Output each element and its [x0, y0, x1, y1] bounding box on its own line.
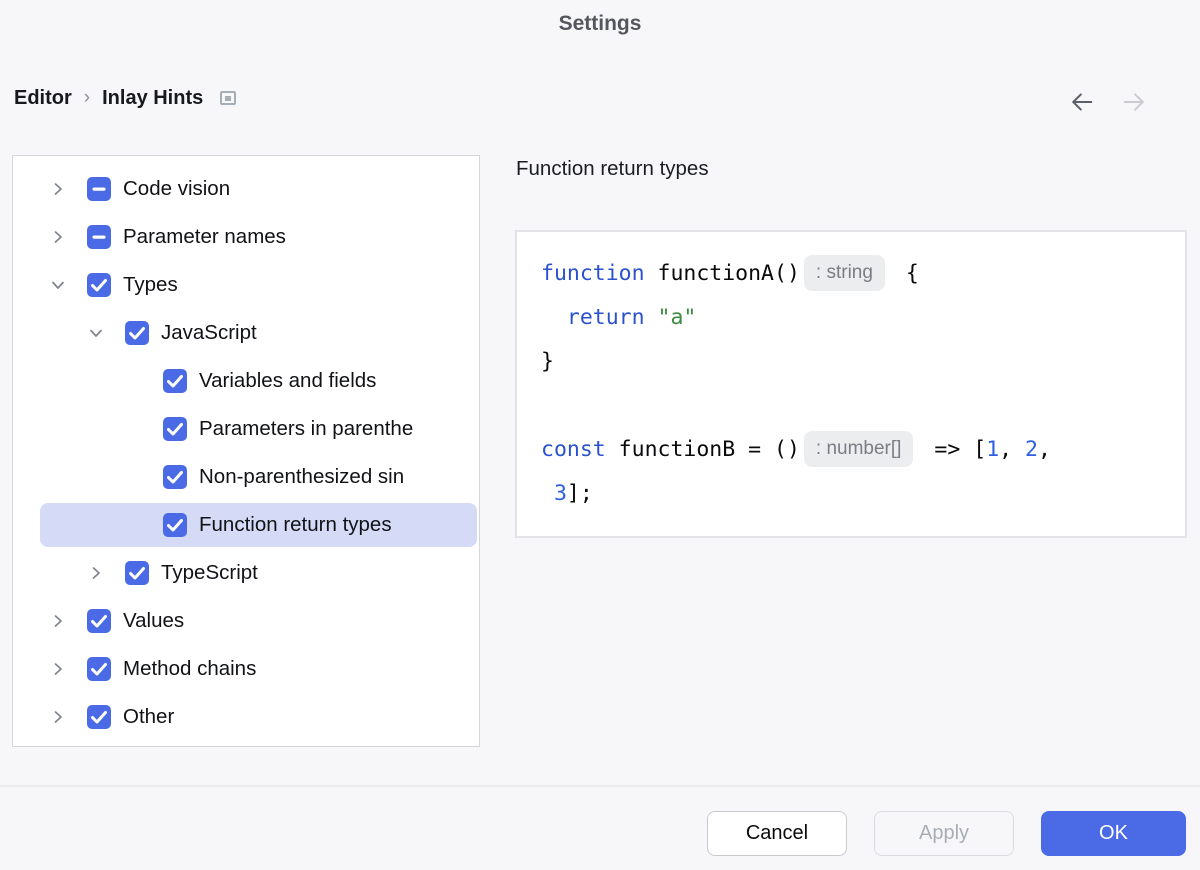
code-segment-number: 1: [986, 437, 1000, 462]
code-segment-plain: [541, 481, 554, 506]
code-segment-string: "a": [657, 305, 697, 330]
breadcrumb: Editor › Inlay Hints: [14, 82, 237, 114]
tree-item-javascript[interactable]: JavaScript: [13, 309, 479, 357]
chevron-collapsed-icon[interactable]: [49, 708, 87, 726]
chevron-expanded-icon[interactable]: [49, 276, 87, 294]
apply-button: Apply: [874, 811, 1014, 856]
chevron-spacer: [125, 468, 163, 486]
code-line: return "a": [541, 296, 1185, 340]
checkbox-checked[interactable]: [163, 417, 187, 441]
checkbox-checked[interactable]: [125, 321, 149, 345]
code-segment-keyword: return: [566, 305, 645, 330]
checkbox-checked[interactable]: [87, 273, 111, 297]
checkbox-checked[interactable]: [125, 561, 149, 585]
code-segment-plain: functionB = (): [605, 437, 800, 462]
open-in-dialog-icon[interactable]: [220, 91, 237, 105]
tree-item-typescript[interactable]: TypeScript: [13, 549, 479, 597]
tree-item-function-return-types[interactable]: Function return types: [13, 501, 479, 549]
code-segment-number: 2: [1025, 437, 1038, 462]
chevron-spacer: [125, 420, 163, 438]
checkbox-checked[interactable]: [163, 513, 187, 537]
code-segment-plain: [541, 305, 567, 330]
tree-item-non-parenthesized-sin[interactable]: Non-parenthesized sin: [13, 453, 479, 501]
inlay-hint-pill: : number[]: [803, 431, 914, 467]
tree-item-label: Parameter names: [123, 225, 286, 248]
tree-item-types[interactable]: Types: [13, 261, 479, 309]
checkbox-checked[interactable]: [87, 609, 111, 633]
tree-item-label: Types: [123, 273, 178, 296]
history-nav: [1068, 88, 1148, 116]
tree-item-label: Values: [123, 609, 185, 632]
checkbox-checked[interactable]: [87, 705, 111, 729]
tree-item-label: TypeScript: [161, 561, 258, 584]
checkbox-indeterminate[interactable]: [87, 225, 111, 249]
tree-item-label: Variables and fields: [199, 369, 377, 392]
code-line: function functionA(): string {: [541, 252, 1185, 296]
chevron-collapsed-icon[interactable]: [49, 228, 87, 246]
chevron-spacer: [125, 372, 163, 390]
tree-item-label: Parameters in parenthe: [199, 417, 414, 440]
tree-item-parameters-in-parenthe[interactable]: Parameters in parenthe: [13, 405, 479, 453]
tree-item-label: Function return types: [199, 513, 392, 536]
ok-button[interactable]: OK: [1041, 811, 1186, 856]
code-segment-plain: }: [541, 349, 554, 374]
tree-item-label: JavaScript: [161, 321, 257, 344]
code-segment-plain: ,: [1037, 437, 1051, 462]
footer-divider: [0, 785, 1200, 787]
cancel-button[interactable]: Cancel: [707, 811, 847, 856]
code-segment-plain: [645, 305, 658, 330]
code-segment-plain: ];: [566, 481, 593, 506]
checkbox-checked[interactable]: [163, 465, 187, 489]
tree-item-values[interactable]: Values: [13, 597, 479, 645]
checkbox-checked[interactable]: [87, 657, 111, 681]
preview-heading: Function return types: [516, 157, 709, 180]
code-line: }: [541, 340, 1185, 384]
code-preview: function functionA(): string { return "a…: [517, 232, 1185, 516]
preview-panel: function functionA(): string { return "a…: [515, 230, 1187, 538]
dialog-title: Settings: [558, 12, 642, 35]
chevron-expanded-icon[interactable]: [87, 324, 125, 342]
tree-item-other[interactable]: Other: [13, 693, 479, 741]
tree-item-label: Non-parenthesized sin: [199, 465, 405, 488]
tree-item-label: Code vision: [123, 177, 231, 200]
chevron-spacer: [125, 516, 163, 534]
breadcrumb-separator-icon: ›: [83, 87, 91, 108]
code-segment-keyword: const: [541, 437, 606, 462]
breadcrumb-item-inlay-hints: Inlay Hints: [102, 86, 204, 109]
tree-item-parameter-names[interactable]: Parameter names: [13, 213, 479, 261]
code-segment-number: 3: [553, 481, 567, 506]
code-segment-keyword: function: [541, 261, 645, 286]
chevron-collapsed-icon[interactable]: [49, 612, 87, 630]
forward-arrow-icon: [1120, 88, 1148, 116]
code-line: const functionB = (): number[] => [1, 2,: [541, 428, 1185, 472]
chevron-collapsed-icon[interactable]: [87, 564, 125, 582]
breadcrumb-item-editor[interactable]: Editor: [14, 86, 72, 109]
tree-item-method-chains[interactable]: Method chains: [13, 645, 479, 693]
chevron-collapsed-icon[interactable]: [49, 180, 87, 198]
tree-item-code-vision[interactable]: Code vision: [13, 165, 479, 213]
checkbox-indeterminate[interactable]: [87, 177, 111, 201]
chevron-collapsed-icon[interactable]: [49, 660, 87, 678]
code-line: 3];: [541, 472, 1185, 516]
footer-buttons: Cancel Apply OK: [707, 811, 1186, 856]
code-line: [541, 384, 1185, 428]
tree-item-label: Method chains: [123, 657, 257, 680]
code-segment-plain: => [: [921, 437, 987, 462]
tree-item-label: Other: [123, 705, 175, 728]
tree-item-variables-and-fields[interactable]: Variables and fields: [13, 357, 479, 405]
checkbox-checked[interactable]: [163, 369, 187, 393]
back-arrow-icon[interactable]: [1068, 88, 1096, 116]
code-segment-plain: functionA(): [644, 261, 800, 286]
code-segment-plain: ,: [999, 437, 1026, 462]
code-segment-plain: {: [892, 261, 919, 286]
inlay-hint-pill: : string: [803, 255, 885, 291]
